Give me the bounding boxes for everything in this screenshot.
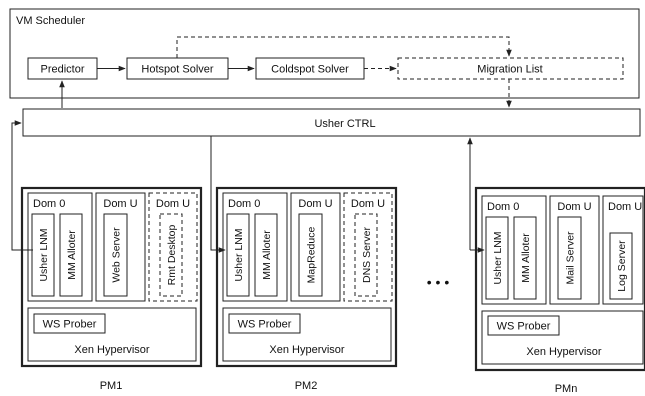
pmn-mm-alloter-label: MM Alloter xyxy=(520,233,532,283)
pm1-rmt-desktop-label: Rmt Desktop xyxy=(166,225,178,286)
pm1-lnm-to-ctrl-arrow xyxy=(11,120,33,251)
ellipsis-more-pms: • • • xyxy=(427,274,450,290)
pm2-domu1-title: Dom U xyxy=(298,198,332,210)
pmn-log-server-label: Log Server xyxy=(616,240,628,292)
pmn: Dom 0 Usher LNM MM Alloter Dom U Mail Se… xyxy=(474,186,645,395)
pmn-ws-prober-label: WS Prober xyxy=(497,321,551,333)
scheduler-title: VM Scheduler xyxy=(16,15,85,27)
pm1-hypervisor-label: Xen Hypervisor xyxy=(74,344,150,356)
pm2-mm-alloter-label: MM Alloter xyxy=(261,230,273,280)
hotspot-to-migration-arrow xyxy=(176,36,512,58)
pmn-domu2-title: Dom U xyxy=(608,201,642,213)
pm1: Dom 0 Usher LNM MM Alloter Dom U Web Ser… xyxy=(20,186,203,392)
pm1-usher-lnm-label: Usher LNM xyxy=(38,228,50,281)
pmn-label: PMn xyxy=(555,383,578,395)
pm2-hypervisor-label: Xen Hypervisor xyxy=(269,344,345,356)
pm2: Dom 0 Usher LNM MM Alloter Dom U MapRedu… xyxy=(215,186,398,392)
pm1-web-server-label: Web Server xyxy=(111,227,123,283)
pm2-ws-prober-label: WS Prober xyxy=(238,319,292,331)
migration-list-box xyxy=(397,57,624,80)
pm1-ws-prober-label: WS Prober xyxy=(43,319,97,331)
pm1-domu1-title: Dom U xyxy=(103,198,137,210)
pmn-mm-alloter-box xyxy=(513,216,537,300)
pmn-usher-lnm-box xyxy=(485,216,509,300)
pm1-mm-alloter-box xyxy=(59,213,83,297)
pmn-dom0-title: Dom 0 xyxy=(487,201,519,213)
pm1-ws-prober-box xyxy=(33,313,106,334)
pm1-web-server-box xyxy=(103,213,128,297)
pm1-usher-lnm-box xyxy=(31,213,55,297)
pm2-mapreduce-label: MapReduce xyxy=(306,227,318,284)
pm2-dns-server-box xyxy=(354,213,378,297)
migration-list-label: Migration List xyxy=(477,64,542,76)
pm2-ws-prober-box xyxy=(228,313,301,334)
scheduler-frame xyxy=(9,8,640,99)
predictor-label: Predictor xyxy=(40,64,84,76)
pm2-mm-alloter-box xyxy=(254,213,278,297)
usher-ctrl-label: Usher CTRL xyxy=(314,118,375,130)
pm2-mapreduce-box xyxy=(298,213,323,297)
pm1-rmt-desktop-box xyxy=(159,213,183,297)
hotspot-solver-label: Hotspot Solver xyxy=(141,64,213,76)
pm1-label: PM1 xyxy=(100,380,123,392)
pmn-mail-server-label: Mail Server xyxy=(565,231,577,285)
pmn-log-server-box xyxy=(609,232,633,300)
pmn-domu1-title: Dom U xyxy=(557,201,591,213)
pm2-dns-server-label: DNS Server xyxy=(361,226,373,283)
pm1-domu2-title: Dom U xyxy=(156,198,190,210)
coldspot-solver-label: Coldspot Solver xyxy=(271,64,349,76)
vm-scheduler: VM Scheduler Predictor Hotspot Solver Co… xyxy=(9,8,640,108)
pmn-hypervisor-label: Xen Hypervisor xyxy=(526,346,602,358)
pm2-dom0-title: Dom 0 xyxy=(228,198,260,210)
pmn-usher-lnm-label: Usher LNM xyxy=(492,231,504,284)
pmn-ws-prober-box xyxy=(487,315,560,336)
pm1-dom0-title: Dom 0 xyxy=(33,198,65,210)
pm2-usher-lnm-box xyxy=(226,213,250,297)
pm1-mm-alloter-label: MM Alloter xyxy=(66,230,78,280)
pm2-usher-lnm-label: Usher LNM xyxy=(233,228,245,281)
pm2-label: PM2 xyxy=(295,380,318,392)
usher-ctrl: Usher CTRL xyxy=(22,108,641,137)
usher-ctrl-box xyxy=(22,108,641,137)
pm2-domu2-title: Dom U xyxy=(351,198,385,210)
pmn-mail-server-box xyxy=(557,216,582,300)
ctrl-to-pm2-arrow xyxy=(210,136,226,253)
